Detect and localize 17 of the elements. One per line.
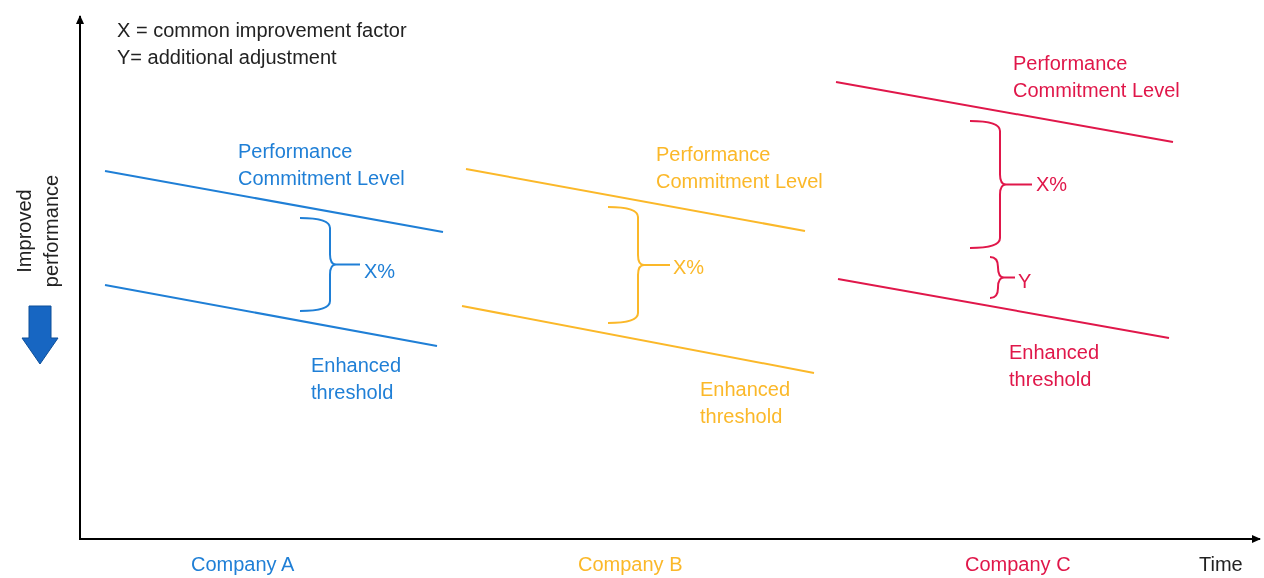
line-label: Performance Commitment Level [1013,51,1181,103]
bracket-label: X% [1036,172,1068,197]
note-text: X = common improvement factor [117,18,407,43]
note-text: Y= additional adjustment [117,45,337,70]
category-label: Company A [191,552,295,577]
axis-label: Time [1199,552,1243,577]
line-label: Performance Commitment Level [238,139,406,191]
axis-label: Improved performance [12,173,63,290]
line-label: Enhanced threshold [1009,340,1101,392]
line-label: Enhanced threshold [311,353,403,405]
bracket-label: X% [364,259,396,284]
bracket-label: X% [673,255,705,280]
bracket-label: Y [1018,269,1032,294]
line-label: Performance Commitment Level [656,142,824,194]
line-label: Enhanced threshold [700,377,792,429]
category-label: Company C [965,552,1071,577]
category-label: Company B [578,552,683,577]
